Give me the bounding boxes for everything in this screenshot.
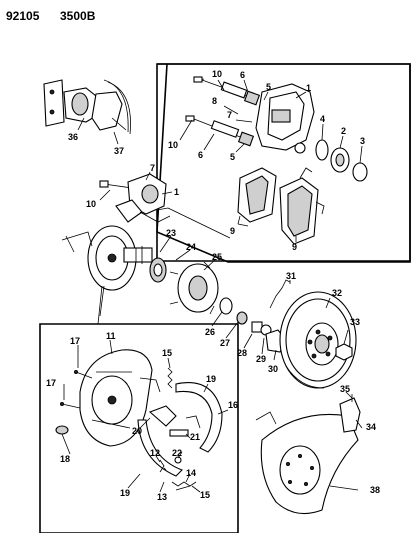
callout-35: 35 [340,384,350,394]
hold-down-spring [159,459,165,473]
washer [236,311,248,325]
backing-plate [79,349,161,447]
diagram-code-right: 3500B [60,9,96,23]
callout-5: 5 [266,82,271,92]
caliper-adapter-assembly [99,173,171,223]
callout-27: 27 [220,338,230,348]
outer-bearing [219,297,233,315]
callout-22: 22 [172,448,182,458]
callout-1: 1 [174,187,179,197]
callout-28: 28 [237,348,247,358]
callout-11: 11 [106,331,116,341]
callout-9: 9 [230,226,235,236]
cotter-pin [269,279,291,309]
callout-33: 33 [350,317,360,327]
caliper-guide-pin-lower [185,115,255,147]
drum-brake-inset-box [39,323,239,533]
callout-24: 24 [186,242,196,252]
callout-3: 3 [360,136,365,146]
callout-18: 18 [60,454,70,464]
callout-38: 38 [370,485,380,495]
callout-37: 37 [114,146,124,156]
adjuster-lever [148,405,177,427]
splash-shield [255,411,359,515]
hub-flange [169,261,219,315]
caliper-guide-pin-upper [193,76,261,106]
callout-30: 30 [268,364,278,374]
brake-pad-outer [279,177,325,245]
callout-10: 10 [212,69,222,79]
callout-23: 23 [166,228,176,238]
callout-4: 4 [320,114,325,124]
brake-pad-inner [237,167,277,227]
callout-19: 19 [120,488,130,498]
callout-12: 12 [150,448,160,458]
lug-nut [335,343,353,361]
callout-10: 10 [168,140,178,150]
callout-7: 7 [227,110,232,120]
caliper-piston [352,162,368,182]
callout-20: 20 [132,426,142,436]
callout-1: 1 [306,83,311,93]
callout-9: 9 [292,242,297,252]
callout-6: 6 [198,150,203,160]
dust-boot-center [335,153,345,167]
callout-15: 15 [162,348,172,358]
diagram-code-left: 92105 [6,9,40,23]
callout-32: 32 [332,288,342,298]
brake-rotor [279,291,357,389]
callout-8: 8 [212,96,217,106]
callout-7: 7 [150,163,155,173]
callout-13: 13 [157,492,167,502]
callout-36: 36 [68,132,78,142]
callout-19: 19 [206,374,216,384]
callout-26: 26 [205,327,215,337]
inset-connector [97,285,103,325]
callout-6: 6 [240,70,245,80]
brake-shoe-rear [175,382,223,453]
callout-5: 5 [230,152,235,162]
callout-10: 10 [86,199,96,209]
callout-21: 21 [190,432,200,442]
return-spring-upper [167,367,173,389]
callout-16: 16 [228,400,238,410]
callout-34: 34 [366,422,376,432]
callout-14: 14 [186,468,196,478]
anti-rattle-clip [299,167,313,179]
callout-25: 25 [212,252,222,262]
strut [175,485,191,491]
hold-down-cup [174,456,182,464]
callout-15: 15 [200,490,210,500]
adjuster-screw [169,429,189,437]
adjuster-cable [185,415,201,429]
return-spring-lower [171,481,197,487]
piston-seal [315,139,329,161]
callout-29: 29 [256,354,266,364]
callout-17: 17 [46,378,56,388]
knuckle-detail [43,79,131,135]
callout-17: 17 [70,336,80,346]
callout-2: 2 [341,126,346,136]
caliper-bracket [339,397,361,433]
rear-drum-backing-assembly [61,225,153,317]
caliper-housing [255,83,315,154]
callout-31: 31 [286,271,296,281]
adjuster-plug [55,425,69,435]
